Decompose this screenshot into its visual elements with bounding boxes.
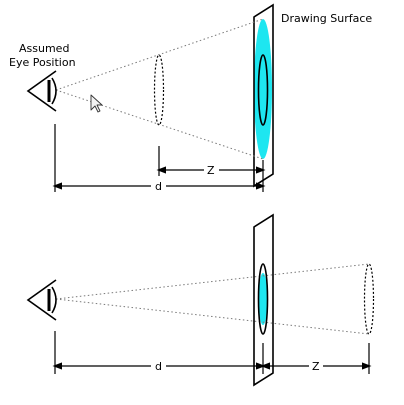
top-d-label: d — [155, 180, 162, 193]
assumed-eye-label-line2: Eye Position — [9, 56, 76, 69]
drawing-surface-label: Drawing Surface — [281, 12, 372, 25]
top-diagram: Z d Drawing Surface Assumed Eye Position — [9, 3, 372, 193]
bottom-cyan-projection — [258, 273, 268, 325]
bottom-diagram: d Z — [26, 213, 375, 387]
bottom-drawing-surface — [253, 213, 274, 387]
top-z-label: Z — [207, 164, 215, 177]
bottom-object-ellipse — [363, 263, 375, 335]
top-cyan-projection — [254, 19, 272, 159]
assumed-eye-label-line1: Assumed — [19, 42, 69, 55]
bottom-inner-ellipse — [257, 263, 269, 335]
top-inner-ellipse — [257, 54, 269, 126]
bottom-z-label: Z — [312, 360, 320, 373]
mouse-pointer-icon — [90, 94, 103, 113]
bottom-eye-icon — [26, 279, 57, 321]
top-drawing-surface — [253, 3, 274, 188]
top-sightline-upper — [55, 18, 264, 91]
top-sightline-lower — [55, 89, 264, 160]
top-eye-icon — [26, 70, 57, 112]
top-object-ellipse — [153, 54, 165, 126]
bottom-sightline-lower — [55, 298, 370, 335]
bottom-sightline-upper — [55, 263, 370, 300]
bottom-d-label: d — [155, 360, 162, 373]
